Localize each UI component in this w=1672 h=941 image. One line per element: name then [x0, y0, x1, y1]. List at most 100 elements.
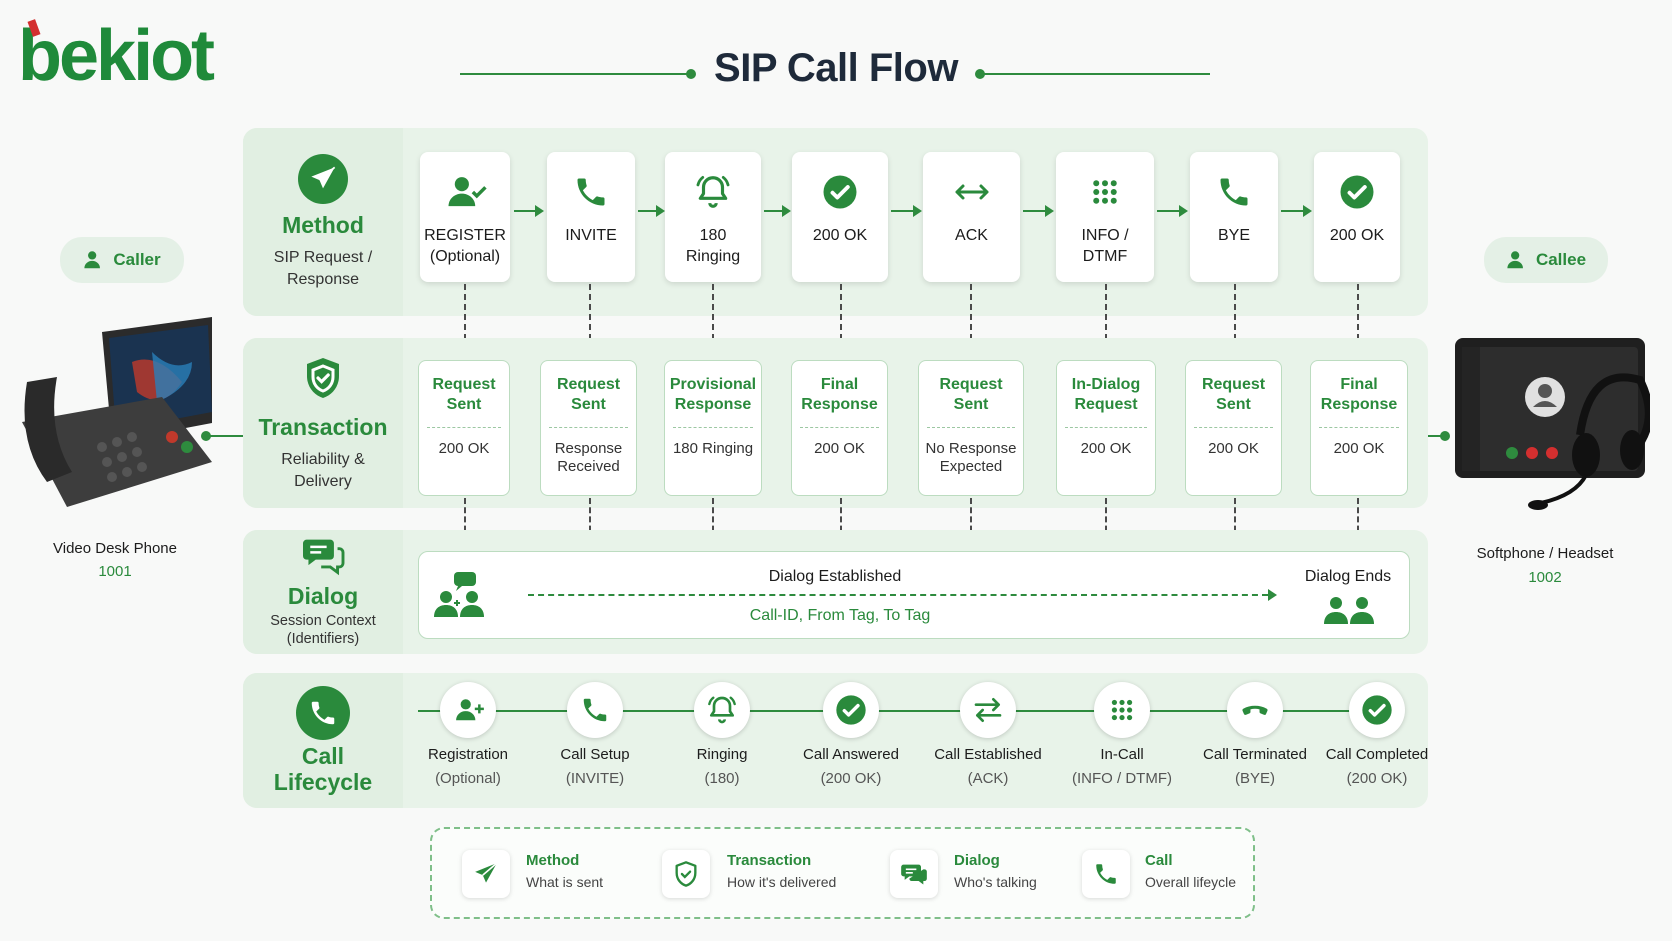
phone-icon [1216, 172, 1252, 212]
dashed-connector [1357, 498, 1359, 550]
dialog-label-panel: Dialog Session Context(Identifiers) [243, 530, 403, 654]
method-card-200-ok[interactable]: 200 OK [792, 152, 888, 282]
user-plus-icon[interactable] [440, 682, 496, 738]
keypad-icon[interactable] [1094, 682, 1150, 738]
check-circle-icon[interactable] [823, 682, 879, 738]
method-card-label: ACK [955, 227, 988, 244]
dashed-connector [970, 284, 972, 360]
arrowhead [1303, 205, 1312, 217]
lifecycle-step-name: Registration [427, 746, 509, 763]
users-icon [432, 570, 484, 625]
phone-icon[interactable] [567, 682, 623, 738]
logo-text: bekiot [18, 16, 215, 94]
dialog-subtitle: Session Context(Identifiers) [270, 612, 376, 647]
lifecycle-step-sub: (Optional) [435, 770, 501, 787]
method-card-sublabel: (Optional) [429, 247, 501, 265]
dashed-connector [589, 284, 591, 360]
title-dot-left [686, 69, 696, 79]
arrowhead [1045, 205, 1054, 217]
lifecycle-step-name: Call Established [934, 746, 1042, 763]
method-card-info-dtmf[interactable]: INFO / DTMF [1056, 152, 1154, 282]
dashed-connector [970, 498, 972, 550]
shield-icon [662, 850, 710, 898]
method-card-ack[interactable]: ACK [923, 152, 1020, 282]
lifecycle-step-name: Call Completed [1325, 746, 1429, 763]
exchange-icon[interactable] [960, 682, 1016, 738]
check-circle-icon [822, 172, 858, 212]
transaction-title: Transaction [258, 414, 388, 441]
caller-connector-dot [201, 431, 211, 441]
dialog-title: Dialog [287, 582, 359, 609]
hangup-icon[interactable] [1227, 682, 1283, 738]
lifecycle-step-sub: (INVITE) [565, 770, 625, 787]
dashed-connector [1357, 284, 1359, 360]
arrowhead [782, 205, 791, 217]
dashed-connector [589, 498, 591, 550]
callee-pill: Callee [1484, 237, 1608, 283]
method-card-label: 180 [699, 227, 727, 244]
callee-extension: 1002 [1528, 569, 1562, 586]
method-card-180-ringing[interactable]: 180 Ringing [665, 152, 761, 282]
flow-arrow [1157, 210, 1181, 212]
chat-icon [300, 536, 346, 581]
lifecycle-step-sub: (180) [704, 770, 740, 787]
caller-connector [205, 435, 243, 437]
arrowhead [913, 205, 922, 217]
callee-device-label: Softphone / Headset [1476, 545, 1614, 562]
left-right-arrow-icon [952, 172, 992, 212]
method-card-sublabel: DTMF [1082, 247, 1128, 265]
lifecycle-step-sub: (ACK) [967, 770, 1009, 787]
page-title: SIP Call Flow [714, 46, 958, 90]
lifecycle-step-sub: (INFO / DTMF) [1072, 770, 1172, 787]
method-card-200-ok-final[interactable]: 200 OK [1314, 152, 1400, 282]
video-desk-phone-image [12, 312, 217, 512]
paper-plane-icon [298, 153, 348, 204]
dashed-connector [1234, 284, 1236, 360]
method-subtitle: SIP Request /Response [273, 248, 373, 288]
arrowhead [656, 205, 665, 217]
users-icon [1322, 594, 1374, 631]
title-line-left [460, 73, 692, 75]
flow-arrow [638, 210, 658, 212]
flow-arrow [891, 210, 915, 212]
dashed-connector [1105, 284, 1107, 360]
callee-connector-dot [1440, 431, 1450, 441]
method-card-bye[interactable]: BYE [1190, 152, 1278, 282]
dashed-connector [1105, 498, 1107, 550]
user-icon [83, 249, 105, 271]
dialog-established-label: Dialog Established [768, 568, 902, 585]
user-check-icon [443, 172, 487, 212]
check-circle-icon[interactable] [1349, 682, 1405, 738]
method-title: Method [282, 211, 364, 238]
method-card-register[interactable]: REGISTER (Optional) [420, 152, 510, 282]
dashed-connector [464, 284, 466, 360]
legend-box [430, 827, 1255, 919]
check-circle-icon [1339, 172, 1375, 212]
method-card-label: REGISTER [424, 227, 506, 244]
bell-icon[interactable] [694, 682, 750, 738]
lifecycle-step-name: Ringing [696, 746, 748, 763]
caller-device-label: Video Desk Phone [53, 540, 177, 557]
chat-icon [890, 850, 938, 898]
phone-icon [296, 686, 350, 741]
method-card-sublabel: Ringing [685, 247, 741, 265]
caller-extension: 1001 [98, 563, 132, 580]
method-card-label: 200 OK [812, 227, 868, 244]
method-card-invite[interactable]: INVITE [547, 152, 635, 282]
method-card-label: 200 OK [1329, 227, 1385, 244]
lifecycle-step-name: Call Setup [560, 746, 630, 763]
